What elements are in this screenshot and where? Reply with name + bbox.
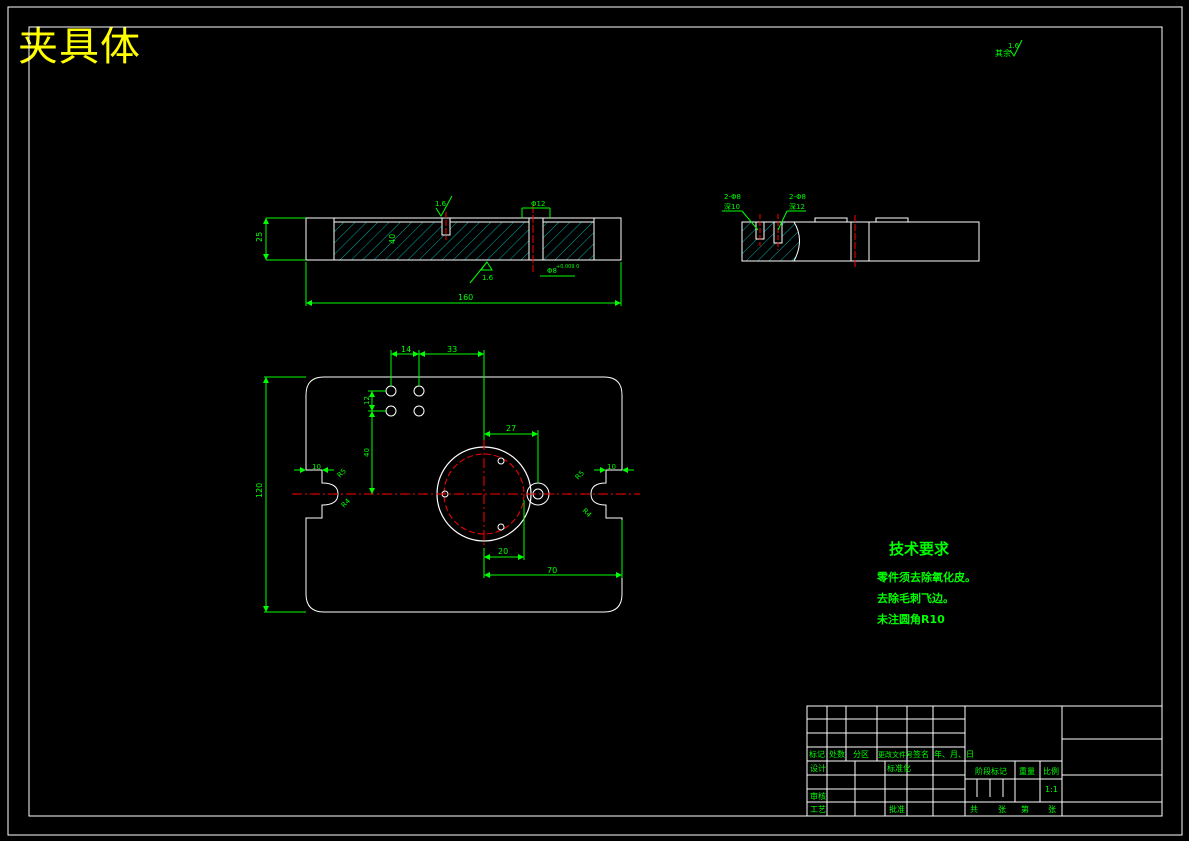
tb-scale: 比例 [1043,766,1059,776]
title-block [806,705,1163,817]
tb-r-approve: 批准 [889,804,905,814]
plan-small-hole [413,385,425,397]
roughness-default: 其余 1.6 [995,39,1023,58]
dim-10-right-label: 10 [607,463,616,471]
roughness-value: 1.6 [1008,42,1020,50]
dim-27-label: 27 [506,424,516,433]
tb-sheet-no: 第 [1021,804,1029,814]
dim-r5-right-label: R5 [574,469,586,481]
plan-small-hole [385,405,397,417]
roughness-prefix: 其余 [995,48,1011,58]
dim-width-label: 160 [458,293,473,302]
roughness-symbol-icon [435,195,453,217]
roughness-top: 1.6 [435,200,447,208]
side-view: 2-Φ8 深10 2-Φ8 深12 [722,193,980,268]
roughness-bottom: 1.6 [482,274,494,282]
tech-req-line: 零件须去除氧化皮。 [876,570,976,584]
dim-120-label: 120 [255,483,264,498]
leader [469,261,488,284]
section-hatch-left [333,221,530,261]
tb-h-docno: 更改文件号 [878,750,913,759]
dim-33-label: 33 [447,345,457,354]
plan-view: 120 14 33 12 40 27 20 70 10 R5 R4 10 [255,345,640,613]
tb-stage-mark: 阶段标记 [975,766,1007,776]
dim-70-label: 70 [547,566,557,575]
tech-req-line: 去除毛刺飞边。 [877,591,954,605]
dim-r5-left-label: R5 [336,467,348,479]
section-hatch-right [542,221,595,261]
dim-height-label: 25 [255,232,264,242]
side-hole-right-label2: 深12 [789,202,805,211]
tb-weight: 重量 [1019,766,1035,776]
tb-scale-value: 1:1 [1045,785,1058,794]
tb-sheet-total: 共 [970,805,978,814]
side-hole-left-label2: 深10 [724,202,740,211]
dim-20-label: 20 [498,547,508,556]
dim-40-label: 40 [363,448,371,457]
side-step [875,217,909,223]
tb-r-design: 设计 [810,763,826,773]
plan-small-hole [385,385,397,397]
tb-sheet-unit2: 张 [1048,805,1056,814]
plan-bolt-circle [443,453,525,535]
tech-requirements: 技术要求 零件须去除氧化皮。 去除毛刺飞边。 未注圆角R10 [876,540,976,626]
tech-req-heading: 技术要求 [889,540,950,558]
plan-small-hole [413,405,425,417]
dim-14-label: 14 [401,345,411,354]
dim-10-left-label: 10 [312,463,321,471]
tb-sheet-unit1: 张 [998,805,1006,814]
plan-bore-hole [497,523,505,531]
dim-slot-label: 40 [388,234,397,244]
side-hole-left-label1: 2-Φ8 [724,193,741,201]
tech-req-line: 未注圆角R10 [876,612,945,626]
dim-r4-left-label: R4 [340,497,353,510]
leader [741,210,759,231]
leader [777,210,788,231]
tb-h-mark: 标记 [809,749,825,759]
title-block-text: 标记 处数 分区 更改文件号 签名 年、月、日 设计 标准化 审核 工艺 批准 … [809,749,1059,814]
side-hole-right-label1: 2-Φ8 [789,193,806,201]
section-through-hole [528,217,544,261]
sheet-outer-border [7,6,1183,836]
drawing-title: 夹具体 [18,24,141,70]
dim-12-label: 12 [363,396,371,405]
roughness-symbol-icon [1009,39,1023,57]
tb-h-zone: 分区 [853,750,869,759]
side-hatch [741,221,800,262]
tb-r-standard: 标准化 [887,763,911,773]
dim-tol-label: +0.009 0 [556,264,579,270]
dim-pin-label: Φ8 [547,267,557,275]
plan-outline [305,376,623,613]
tb-h-count: 处数 [829,749,845,759]
dim-r4-right-label: R4 [581,507,594,520]
tb-h-sign: 签名 [913,749,929,759]
tb-r-process: 工艺 [810,805,826,814]
sheet-inner-border [28,26,1163,817]
side-step [814,217,848,223]
tb-r-check: 审核 [810,791,826,801]
plan-bore-hole [497,457,505,465]
tb-h-date: 年、月、日 [934,749,974,759]
dim-hole-label: Φ12 [531,200,545,208]
section-view: 25 40 160 1.6 1.6 Φ12 Φ8 +0.009 0 [255,195,622,306]
